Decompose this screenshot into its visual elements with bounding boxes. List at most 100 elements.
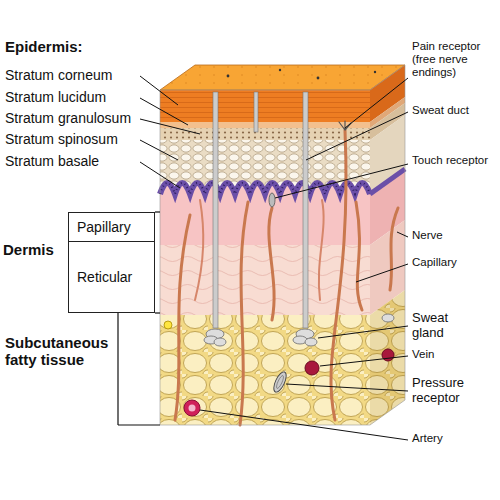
skin-block xyxy=(160,183,370,194)
leader-lines xyxy=(306,112,408,160)
layer-label: Stratum granulosum xyxy=(5,110,131,126)
sweat-ducts xyxy=(254,92,258,132)
receptors-vessels xyxy=(160,65,405,425)
leader-lines xyxy=(345,78,408,128)
structure-label: Artery xyxy=(412,432,443,444)
leader-lines xyxy=(318,326,408,338)
bracket-lines xyxy=(155,211,160,212)
structure-label: Capillary xyxy=(412,256,457,268)
layer-label: Stratum lucidum xyxy=(5,89,106,105)
skin-block xyxy=(317,77,320,80)
sweat-glands xyxy=(305,338,317,346)
label-box: Nerve xyxy=(412,229,498,242)
sweat-ducts xyxy=(213,92,218,328)
layer-box: Reticular xyxy=(68,241,155,313)
structure-label: Vein xyxy=(412,348,434,360)
leader-lines xyxy=(140,162,180,188)
nerves-capillaries xyxy=(339,121,351,130)
section-heading: Dermis xyxy=(3,241,54,258)
skin-block xyxy=(160,65,405,425)
leader-lines xyxy=(140,140,178,160)
label-box: Capillary xyxy=(412,256,498,269)
layer-label: Stratum basale xyxy=(5,153,99,169)
receptors-vessels xyxy=(160,65,405,425)
bracket-lines xyxy=(155,312,160,313)
receptors-vessels xyxy=(269,193,275,207)
receptors-vessels xyxy=(189,405,196,412)
label-box: Dermis xyxy=(3,241,63,258)
label-box: Subcutaneous fatty tissue xyxy=(5,334,115,369)
structure-label: Touch receptor xyxy=(412,154,488,166)
skin-block xyxy=(160,183,370,194)
nerves-capillaries xyxy=(240,202,248,425)
skin-block xyxy=(374,71,376,73)
receptors-vessels xyxy=(271,370,288,394)
label-box: Touch receptor xyxy=(412,154,498,167)
receptors-vessels xyxy=(184,400,200,416)
bracket-lines xyxy=(118,424,160,425)
nerves-capillaries xyxy=(390,208,398,290)
label-box: Stratum corneum xyxy=(5,67,138,83)
label-box: Sweat duct xyxy=(412,104,498,117)
label-box: Stratum lucidum xyxy=(5,89,138,105)
skin-block xyxy=(160,315,370,425)
skin-block xyxy=(160,90,370,122)
receptors-vessels xyxy=(275,375,285,389)
sweat-glands xyxy=(204,314,394,346)
skin-block xyxy=(279,69,281,71)
sweat-glands xyxy=(214,338,226,346)
sweat-glands xyxy=(382,314,394,322)
nerves-capillaries xyxy=(195,200,203,300)
nerves-capillaries xyxy=(175,121,398,425)
structure-label: Sweat gland xyxy=(412,310,448,340)
bracket-lines xyxy=(117,313,118,425)
leader-lines xyxy=(140,119,200,134)
skin-block xyxy=(160,128,370,140)
label-box: Pain receptor (free nerve endings) xyxy=(412,40,498,80)
leader-lines xyxy=(397,232,408,237)
label-box: Artery xyxy=(412,432,498,445)
layer-name: Papillary xyxy=(77,219,131,235)
label-box: Stratum granulosum xyxy=(5,110,138,126)
section-heading: Epidermis: xyxy=(5,38,83,55)
leader-lines xyxy=(275,164,408,198)
layer-box: Papillary xyxy=(68,212,155,242)
structure-label: Nerve xyxy=(412,229,443,241)
nerves-capillaries xyxy=(356,202,362,310)
sweat-ducts xyxy=(213,92,308,328)
layer-label: Stratum spinosum xyxy=(5,131,118,147)
label-box: Stratum basale xyxy=(5,153,138,169)
leader-lines xyxy=(356,264,408,282)
nerves-capillaries xyxy=(331,130,346,420)
skin-block xyxy=(370,290,405,425)
skin-block xyxy=(160,183,370,245)
label-box: Sweat gland xyxy=(412,311,472,341)
nerves-capillaries xyxy=(319,200,324,300)
structure-label: Sweat duct xyxy=(412,104,469,116)
receptors-vessels xyxy=(271,370,288,394)
leader-lines xyxy=(286,384,408,391)
label-box: Epidermis: xyxy=(5,38,145,55)
structure-label: Pressure receptor xyxy=(412,375,464,405)
skin-block xyxy=(160,122,370,128)
layer-name: Reticular xyxy=(77,269,132,285)
nerves-capillaries xyxy=(269,208,274,320)
leader-lines xyxy=(320,356,408,366)
skin-block xyxy=(160,65,405,90)
skin-block xyxy=(160,140,370,200)
nerves-capillaries xyxy=(175,215,190,420)
leader-lines xyxy=(200,410,408,440)
skin-block xyxy=(227,75,230,78)
receptors-vessels xyxy=(164,321,172,329)
skin-block xyxy=(370,290,405,425)
structure-label: Pain receptor (free nerve endings) xyxy=(412,40,480,78)
sweat-ducts xyxy=(303,92,308,328)
label-box: Vein xyxy=(412,348,498,361)
leader-lines xyxy=(140,76,408,440)
label-box: Stratum spinosum xyxy=(5,131,138,147)
receptors-vessels xyxy=(305,361,319,375)
section-heading: Subcutaneous fatty tissue xyxy=(5,334,108,368)
layer-label: Stratum corneum xyxy=(5,67,112,83)
label-box: Pressure receptor xyxy=(412,376,482,406)
